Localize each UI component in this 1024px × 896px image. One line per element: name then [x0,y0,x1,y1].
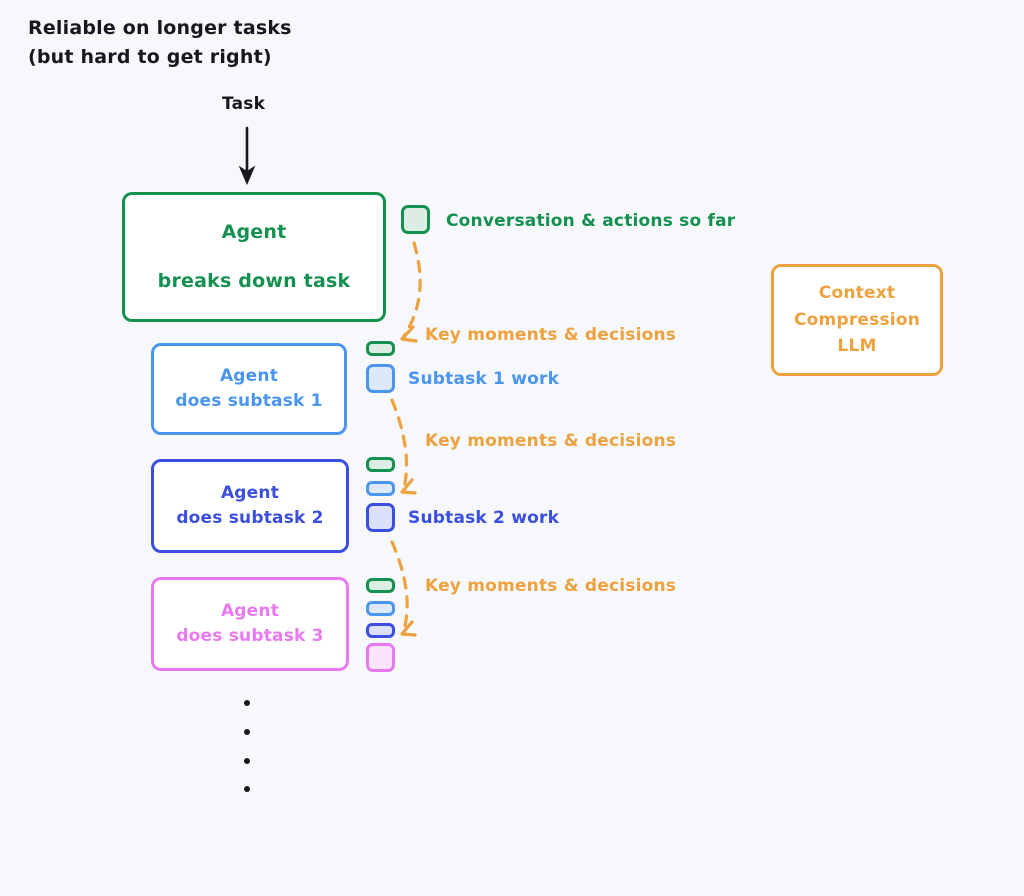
context-chip-icon-subtask-3 [366,643,395,672]
compressed-context-bar-icon-indigo-3 [366,623,395,638]
box-ccl-line2: Compression [794,309,920,330]
context-chip-icon-subtask-1 [366,364,395,393]
context-chip-icon-subtask-2 [366,503,395,532]
key-moments-label-2: Key moments & decisions [425,431,677,451]
context-chip-icon-conversation [401,205,430,234]
ellipsis-dot-4 [244,786,250,792]
ellipsis-dot-1 [244,700,250,706]
box-ccl-line1: Context [818,283,896,304]
subtask-2-work-label: Subtask 2 work [408,508,560,528]
box-s2-line1: Agent [220,483,280,504]
conversation-label: Conversation & actions so far [446,211,736,231]
box-s3-line1: Agent [220,601,280,622]
subtask-1-work-label: Subtask 1 work [408,369,560,389]
box-s2-line2: does subtask 2 [176,508,324,528]
compressed-context-bar-icon-green-1 [366,341,395,356]
agent-breaks-down-task-box[interactable]: Agent breaks down task [122,192,386,322]
task-label: Task [222,94,266,114]
compressed-context-bar-icon-blue-3 [366,601,395,616]
key-moments-label-1: Key moments & decisions [425,325,677,345]
compressed-context-bar-icon-green-3 [366,578,395,593]
box-main-line1: Agent [221,221,287,244]
box-main-line2: breaks down task [157,270,351,292]
agent-does-subtask-2-box[interactable]: Agent does subtask 2 [151,459,349,553]
context-compression-llm-box[interactable]: Context Compression LLM [771,264,943,376]
compressed-context-bar-icon-blue-2 [366,481,395,496]
curved-dashed-arrow-icon-2 [390,398,417,495]
box-s1-line1: Agent [219,366,279,387]
agent-does-subtask-1-box[interactable]: Agent does subtask 1 [151,343,347,435]
page-title: Reliable on longer tasks (but hard to ge… [28,17,292,68]
box-s1-line2: does subtask 1 [175,391,323,411]
agent-does-subtask-3-box[interactable]: Agent does subtask 3 [151,577,349,671]
box-ccl-line3: LLM [837,336,877,357]
compressed-context-bar-icon-green-2 [366,457,395,472]
curved-dashed-arrow-icon-3 [390,540,417,637]
box-s3-line2: does subtask 3 [176,626,324,646]
ellipsis-dot-3 [244,758,250,764]
ellipsis-dot-2 [244,729,250,735]
key-moments-label-3: Key moments & decisions [425,576,677,596]
curved-dashed-arrow-icon-1 [400,241,422,343]
